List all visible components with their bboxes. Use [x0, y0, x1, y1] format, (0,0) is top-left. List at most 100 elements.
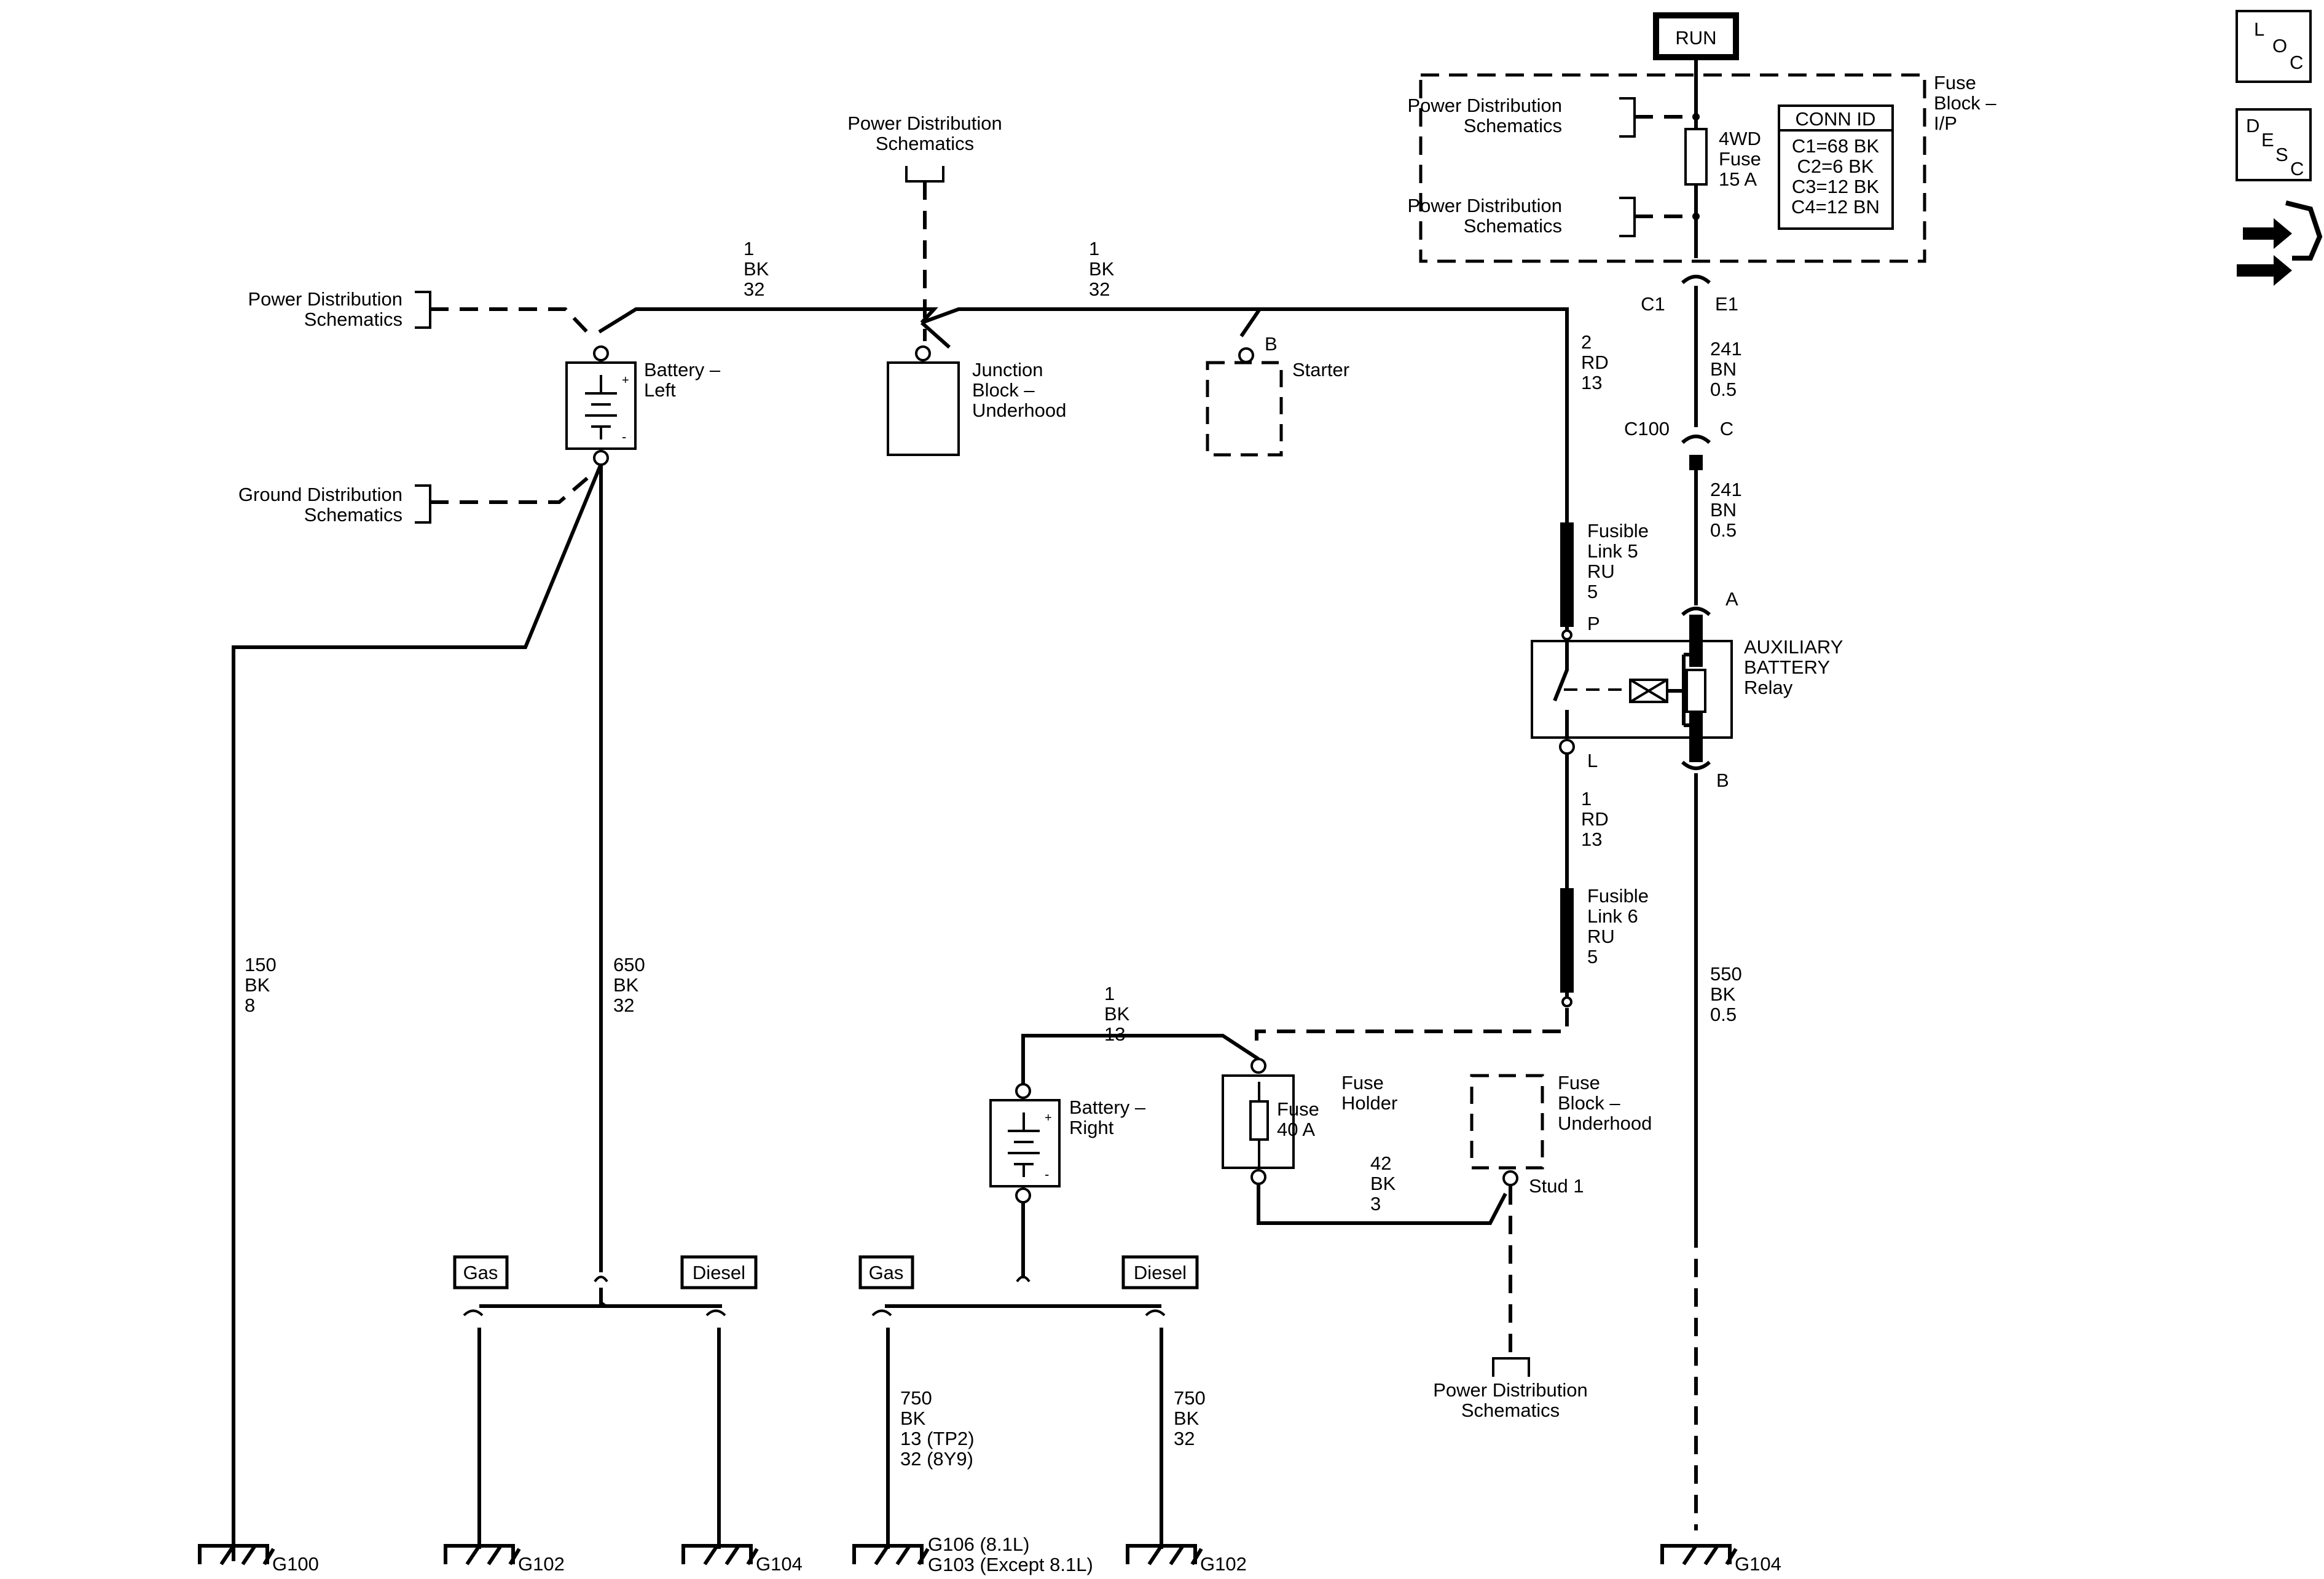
fuse-block-ip-title-2: Block – [1934, 92, 1996, 114]
fuse-block-ip-title-3: I/P [1934, 112, 1957, 134]
option-gas-left-label: Gas [463, 1262, 498, 1283]
battery-left-label-1: Battery – [644, 359, 721, 380]
gds-left-bracket [415, 484, 431, 524]
wire-550-1: 550 [1710, 963, 1742, 985]
option-right: Gas Diesel 750 BK 13 (TP2) 32 (8Y9) 750 … [858, 1255, 1206, 1549]
connector-p-label: P [1587, 613, 1600, 634]
relay-label-3: Relay [1744, 677, 1793, 698]
gds-left-2: Schematics [304, 504, 402, 526]
pds-stud-2: Schematics [1461, 1400, 1560, 1421]
pds-left-2: Schematics [304, 309, 402, 330]
pds-left-1: Power Distribution [248, 288, 402, 310]
junction-block-label-2: Block – [972, 379, 1035, 401]
ground-symbol [681, 1544, 759, 1565]
ground-g100-label: G100 [272, 1553, 319, 1575]
wire-1bk32-a-3: 32 [744, 278, 764, 300]
junction-block-label-1: Junction [972, 359, 1043, 380]
wire-42bk3-2: BK [1370, 1173, 1396, 1194]
fuse-block-uh-label-3: Underhood [1558, 1112, 1652, 1134]
wire-42bk3-3: 3 [1370, 1193, 1381, 1215]
ground-symbol [1660, 1544, 1738, 1565]
svg-text:-: - [1045, 1167, 1049, 1182]
option-left: Gas Diesel [453, 1255, 758, 1549]
starter-terminal [1238, 347, 1254, 363]
svg-text:+: + [622, 374, 629, 387]
fuse-holder: Fuse 40 A Fuse Holder [1222, 1058, 1397, 1185]
wire-150-3: 8 [245, 994, 255, 1016]
wire-550-3: 0.5 [1710, 1004, 1737, 1025]
connector-a: A [1681, 588, 1738, 641]
fuse-block-ip-title-1: Fuse [1934, 72, 1976, 93]
wire-241-mid-1: 241 [1710, 479, 1742, 500]
wire-150-2: BK [245, 974, 270, 996]
wire-750-right-3: 32 [1174, 1428, 1195, 1449]
connector-c100: C100 C [1624, 418, 1733, 470]
battery-right-label-2: Right [1069, 1117, 1114, 1138]
loc-icon[interactable]: L O C [2236, 10, 2312, 83]
stud-1-label: Stud 1 [1529, 1175, 1584, 1197]
conn-id-row: C4=12 BN [1791, 196, 1880, 218]
wire-2rd13-1: 2 [1581, 331, 1592, 353]
pds-stud-bracket [1492, 1357, 1530, 1377]
stud-1-terminal [1502, 1170, 1518, 1186]
ground-g102-left-label: G102 [518, 1553, 565, 1575]
junction-block-body [887, 361, 960, 456]
wire-1rd13-3: 13 [1581, 829, 1602, 850]
splice-dot [1692, 113, 1700, 120]
relay-switch [1553, 641, 1569, 738]
battery-left: + - Battery – Left [565, 345, 721, 466]
desc-icon[interactable]: D E S C [2236, 108, 2312, 181]
pds-ip-bottom-bracket [1619, 197, 1636, 237]
ground-g106-g103: G106 (8.1L) G103 (Except 8.1L) [852, 1534, 1093, 1575]
pds-center-2: Schematics [876, 133, 974, 154]
battery-left-cells [585, 375, 617, 439]
fuse-4wd-line-2: Fuse [1719, 148, 1761, 170]
wire-1bk32-a-2: BK [744, 258, 769, 280]
wire-150-1: 150 [245, 954, 277, 975]
loc-letter: C [2290, 52, 2303, 73]
conn-id-table: CONN ID C1=68 BK C2=6 BK C3=12 BK C4=12 … [1778, 104, 1894, 230]
desc-letter: E [2261, 129, 2274, 151]
connector-e1-label: E1 [1715, 293, 1738, 315]
fuse-holder-label-1: Fuse [1341, 1072, 1384, 1093]
pds-ip-top-bracket [1619, 97, 1636, 138]
wire-1rd13-2: RD [1581, 808, 1609, 830]
conn-id-row: C1=68 BK [1792, 135, 1880, 157]
fuse-4wd-symbol [1684, 128, 1708, 186]
splice-dot [1692, 213, 1700, 220]
wire-42bk3-1: 42 [1370, 1152, 1391, 1174]
connector-repair-icon[interactable] [2237, 200, 2323, 286]
ground-g104-left: G104 [681, 1544, 803, 1575]
pds-ip-bottom-1: Power Distribution [1407, 195, 1562, 216]
relay-label-1: AUXILIARY [1744, 636, 1843, 658]
wire-150-bk [232, 463, 603, 1561]
option-gas-left [453, 1255, 509, 1290]
wire-1bk32-a [598, 307, 938, 334]
option-gas-right [858, 1255, 914, 1290]
wire-2rd13-3: 13 [1581, 372, 1602, 393]
run-indicator: RUN [1653, 12, 1739, 60]
starter-label: Starter [1292, 359, 1349, 380]
pds-ip-bottom-2: Schematics [1464, 215, 1562, 237]
desc-letter: D [2246, 115, 2259, 136]
fuse-block-uh-body [1470, 1074, 1544, 1170]
ground-g102-right: G102 [1126, 1544, 1247, 1575]
wire-2rd13-2: RD [1581, 352, 1609, 373]
option-diesel-left [680, 1255, 758, 1290]
wire-241-top-3: 0.5 [1710, 379, 1737, 400]
battery-left-pos-terminal [593, 345, 609, 361]
fusible-link-5-1: Fusible [1587, 520, 1649, 541]
ground-symbol [198, 1544, 275, 1565]
fuse-block-uh-label-2: Block – [1558, 1092, 1620, 1114]
wire-1bk32-b-2: BK [1089, 258, 1115, 280]
option-diesel-right [1121, 1255, 1199, 1290]
ground-g102-left: G102 [444, 1544, 565, 1575]
fuse-40a-symbol [1249, 1100, 1269, 1141]
relay-diode [1686, 669, 1706, 713]
pds-center-bracket [905, 166, 944, 183]
ground-g103-label: G103 (Except 8.1L) [928, 1554, 1093, 1575]
auxiliary-battery-relay: AUXILIARY BATTERY Relay [1531, 636, 1843, 739]
wire-1bk13 [1021, 1034, 1260, 1085]
junction-block-terminal [915, 345, 931, 361]
battery-left-label-2: Left [644, 379, 676, 401]
